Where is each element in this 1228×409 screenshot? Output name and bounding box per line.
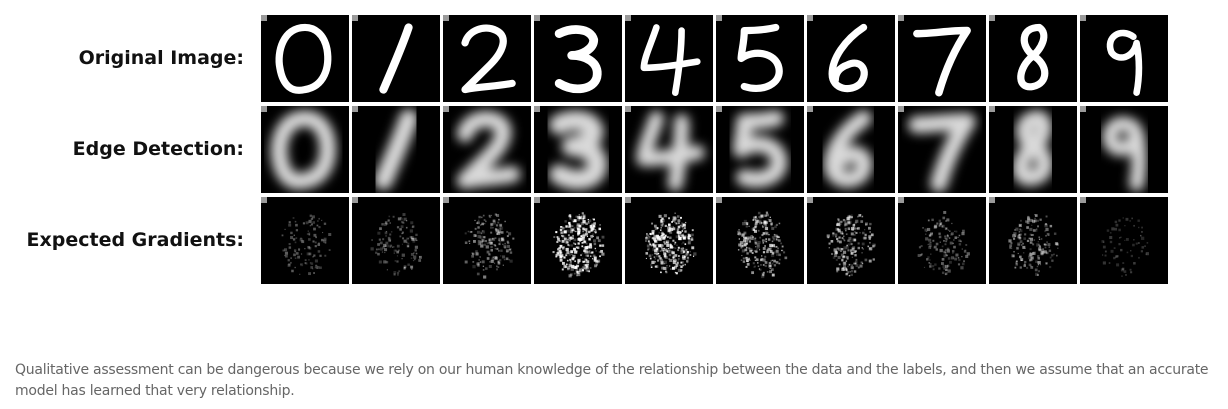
corner-marker [898, 15, 904, 21]
edge-thumbnail-digit-0 [261, 106, 349, 193]
edge-thumbnail-digit-7 [898, 106, 986, 193]
edge-stroke-digit-3 [549, 110, 608, 190]
edge-stroke-digit-6 [823, 110, 873, 188]
edge-stroke-digit-8 [1012, 110, 1054, 186]
edge-thumbnail-digit-4 [625, 106, 713, 193]
original-stroke-digit-1 [379, 23, 413, 94]
gradients-thumbnail-digit-8 [989, 197, 1077, 284]
corner-marker [1080, 106, 1086, 112]
original-thumbnail-digit-2 [443, 15, 531, 102]
corner-marker [716, 106, 722, 112]
edge-stroke-digit-1 [374, 109, 418, 190]
corner-marker [443, 106, 449, 112]
corner-marker [534, 197, 540, 203]
corner-marker [989, 106, 995, 112]
figure-caption: Qualitative assessment can be dangerous … [15, 362, 1209, 399]
gradients-thumbnail-digit-1 [352, 197, 440, 284]
edge-thumbnail-digit-6 [807, 106, 895, 193]
original-thumbnail-digit-9 [1080, 15, 1168, 102]
gradients-thumbnail-digit-0 [261, 197, 349, 284]
corner-marker [989, 197, 995, 203]
corner-marker [1080, 15, 1086, 21]
gradients-thumbnail-digit-4 [625, 197, 713, 284]
original-stroke-digit-9 [1106, 29, 1143, 96]
original-thumbnail-digit-5 [716, 15, 804, 102]
edge-stroke-digit-0 [270, 110, 337, 190]
gradients-thumbnail-digit-9 [1080, 197, 1168, 284]
edge-thumbnail-digit-3 [534, 106, 622, 193]
original-stroke-digit-5 [737, 23, 783, 92]
row-label-edge-detection: Edge Detection: [72, 138, 244, 160]
original-stroke-digit-7 [913, 26, 971, 97]
gradients-thumbnail-digit-6 [807, 197, 895, 284]
corner-marker [807, 15, 813, 21]
edge-stroke-digit-2 [456, 110, 521, 189]
original-stroke-digit-4 [640, 24, 701, 96]
original-thumbnail-digit-4 [625, 15, 713, 102]
corner-marker [534, 106, 540, 112]
edge-thumbnail-digit-8 [989, 106, 1077, 193]
gradients-thumbnail-digit-3 [534, 197, 622, 284]
corner-marker [625, 15, 631, 21]
edge-stroke-digit-9 [1102, 116, 1147, 192]
original-thumbnail-digit-1 [352, 15, 440, 102]
edge-stroke-digit-4 [636, 110, 705, 192]
edge-thumbnail-digit-9 [1080, 106, 1168, 193]
row-label-original-image: Original Image: [78, 47, 244, 69]
edge-stroke-digit-5 [732, 110, 788, 188]
corner-marker [807, 197, 813, 203]
corner-marker [352, 106, 358, 112]
gradients-thumbnail-digit-2 [443, 197, 531, 284]
row-label-expected-gradients: Expected Gradients: [26, 229, 244, 251]
original-stroke-digit-3 [554, 25, 602, 94]
original-thumbnail-digit-8 [989, 15, 1077, 102]
original-thumbnail-digit-3 [534, 15, 622, 102]
corner-marker [1080, 197, 1086, 203]
corner-marker [898, 106, 904, 112]
original-thumbnail-digit-6 [807, 15, 895, 102]
corner-marker [534, 15, 540, 21]
gradients-thumbnail-digit-7 [898, 197, 986, 284]
original-stroke-digit-0 [275, 23, 332, 94]
original-thumbnail-digit-7 [898, 15, 986, 102]
corner-marker [716, 197, 722, 203]
corner-marker [898, 197, 904, 203]
original-thumbnail-digit-0 [261, 15, 349, 102]
edge-stroke-digit-7 [908, 112, 976, 193]
edge-thumbnail-digit-5 [716, 106, 804, 193]
attribution-figure: Original Image: Edge Detection: Expected… [26, 15, 1168, 284]
corner-marker [989, 15, 995, 21]
edge-thumbnail-digit-1 [352, 106, 440, 193]
corner-marker [261, 197, 267, 203]
original-stroke-digit-2 [461, 24, 516, 94]
edge-thumbnail-digit-2 [443, 106, 531, 193]
corner-marker [625, 106, 631, 112]
gradients-thumbnail-digit-5 [716, 197, 804, 284]
corner-marker [807, 106, 813, 112]
corner-marker [443, 197, 449, 203]
original-stroke-digit-8 [1017, 23, 1049, 91]
corner-marker [625, 197, 631, 203]
corner-marker [352, 197, 358, 203]
corner-marker [352, 15, 358, 21]
original-stroke-digit-6 [828, 23, 868, 93]
corner-marker [261, 106, 267, 112]
corner-marker [443, 15, 449, 21]
corner-marker [261, 15, 267, 21]
corner-marker [716, 15, 722, 21]
